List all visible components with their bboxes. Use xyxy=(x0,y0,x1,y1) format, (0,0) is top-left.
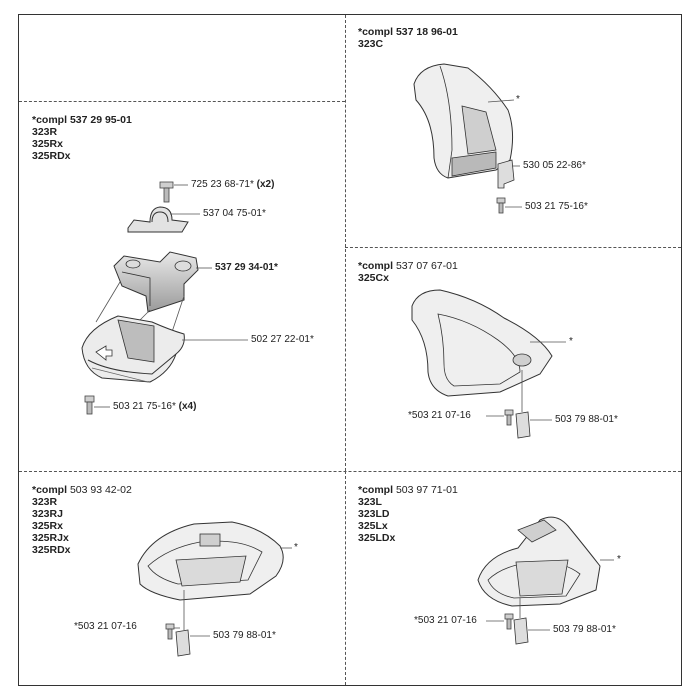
part-label: 725 23 68-71* xyxy=(191,179,254,190)
part-label: 502 27 22-01* xyxy=(251,334,314,345)
panel1-compl-prefix: *compl xyxy=(32,114,68,126)
panel1-part-3: 502 27 22-01* xyxy=(251,334,314,346)
bracket-panel5-icon xyxy=(513,598,529,645)
panel4-compl-number: 503 93 42-02 xyxy=(69,484,132,496)
divider-right-mid xyxy=(345,247,681,248)
guard-323c-icon xyxy=(413,63,514,179)
guard-325cx-icon xyxy=(411,289,553,397)
part-label: 503 79 88-01* xyxy=(213,630,276,641)
panel3-header: *compl 537 07 67-01 325Cx xyxy=(358,260,458,284)
panel2-compl-number: 537 18 96-01 xyxy=(395,26,458,38)
panel2-part-2: 503 21 75-16* xyxy=(525,201,588,213)
panel1-part-2: 537 29 34-01* xyxy=(215,262,278,274)
part-label: 530 05 22-86* xyxy=(523,160,586,171)
panel5-model-1: 323LD xyxy=(358,508,390,520)
panel2-part-0: * xyxy=(516,94,520,106)
bracket-panel4-icon xyxy=(175,590,191,657)
part-label: * xyxy=(617,554,621,565)
panel4-compl-prefix: *compl xyxy=(32,484,68,496)
panel3-part-2: 503 79 88-01* xyxy=(555,414,618,426)
screw-325cx-icon xyxy=(504,409,514,426)
panel1-model-1: 325Rx xyxy=(32,138,63,150)
panel2-header: *compl 537 18 96-01 323C xyxy=(358,26,458,50)
panel5-compl-number: 503 97 71-01 xyxy=(395,484,458,496)
screw-panel5-icon xyxy=(504,613,514,630)
panel5-model-2: 325Lx xyxy=(358,520,388,532)
trimmer-guard-icon xyxy=(81,315,185,383)
shield-holder-icon xyxy=(113,251,199,313)
panel4-model-0: 323R xyxy=(32,496,58,508)
panel1-compl-number: 537 29 95-01 xyxy=(69,114,132,126)
part-label: 503 21 75-16* xyxy=(113,401,176,412)
panel5-part-0: * xyxy=(617,554,621,566)
panel4-model-3: 325RJx xyxy=(32,532,69,544)
panel2-compl-prefix: *compl xyxy=(358,26,394,38)
part-qty: (x4) xyxy=(178,401,197,412)
panel3-part-0: * xyxy=(569,336,573,348)
panel5-model-0: 323L xyxy=(358,496,382,508)
part-label: 537 04 75-01* xyxy=(203,208,266,219)
panel3-compl-prefix: *compl xyxy=(358,260,394,272)
part-label: * xyxy=(294,542,298,553)
panel4-model-2: 325Rx xyxy=(32,520,63,532)
part-label: 503 79 88-01* xyxy=(553,624,616,635)
part-label: 503 79 88-01* xyxy=(555,414,618,425)
part-label: *503 21 07-16 xyxy=(414,615,477,626)
part-label: * xyxy=(569,336,573,347)
bracket-323c-icon xyxy=(497,159,515,189)
panel1-part-0: 725 23 68-71* (x2) xyxy=(191,179,274,191)
panel5-part-1: *503 21 07-16 xyxy=(414,615,477,627)
guard-panel4-icon xyxy=(137,521,284,601)
panel5-compl-prefix: *compl xyxy=(358,484,394,496)
divider-center-lower xyxy=(345,471,346,685)
guard-panel5-icon xyxy=(477,516,601,607)
divider-top-left xyxy=(19,101,345,102)
divider-lower xyxy=(19,471,681,472)
panel2-model-0: 323C xyxy=(358,38,384,50)
panel5-header: *compl 503 97 71-01 323L 323LD 325Lx 325… xyxy=(358,484,458,544)
panel5-part-2: 503 79 88-01* xyxy=(553,624,616,636)
bracket-325cx-icon xyxy=(515,370,531,439)
bolt-icon xyxy=(159,181,174,203)
panel4-part-0: * xyxy=(294,542,298,554)
screw-panel4-icon xyxy=(165,623,175,640)
panel3-compl-number: 537 07 67-01 xyxy=(395,260,458,272)
screw-icon xyxy=(84,395,95,415)
part-label: 503 21 75-16* xyxy=(525,201,588,212)
panel4-header: *compl 503 93 42-02 323R 323RJ 325Rx 325… xyxy=(32,484,132,556)
panel3-part-1: *503 21 07-16 xyxy=(408,410,471,422)
clamp-bracket-icon xyxy=(127,206,189,233)
panel1-part-4: 503 21 75-16* (x4) xyxy=(113,401,196,413)
part-label: *503 21 07-16 xyxy=(74,621,137,632)
panel3-model-0: 325Cx xyxy=(358,272,389,284)
panel4-part-1: *503 21 07-16 xyxy=(74,621,137,633)
panel5-model-3: 325LDx xyxy=(358,532,396,544)
panel2-part-1: 530 05 22-86* xyxy=(523,160,586,172)
screw-323c-icon xyxy=(496,197,506,214)
part-label: *503 21 07-16 xyxy=(408,410,471,421)
panel1-header: *compl 537 29 95-01 323R 325Rx 325RDx xyxy=(32,114,132,162)
panel1-model-2: 325RDx xyxy=(32,150,71,162)
divider-center-upper xyxy=(345,15,346,471)
panel1-model-0: 323R xyxy=(32,126,58,138)
panel1-part-1: 537 04 75-01* xyxy=(203,208,266,220)
part-label: * xyxy=(516,94,520,105)
panel4-model-4: 325RDx xyxy=(32,544,71,556)
outer-frame xyxy=(18,14,682,686)
panel4-model-1: 323RJ xyxy=(32,508,63,520)
panel4-part-2: 503 79 88-01* xyxy=(213,630,276,642)
part-label: 537 29 34-01* xyxy=(215,262,278,273)
part-qty: (x2) xyxy=(256,179,275,190)
